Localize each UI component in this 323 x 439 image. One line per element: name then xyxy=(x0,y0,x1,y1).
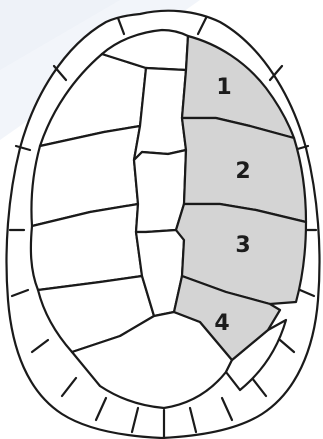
scute-label-1: 1 xyxy=(216,75,231,100)
scute-label-2: 2 xyxy=(235,159,250,184)
scute-label-3: 3 xyxy=(235,233,250,258)
scute-label-4: 4 xyxy=(214,311,229,336)
